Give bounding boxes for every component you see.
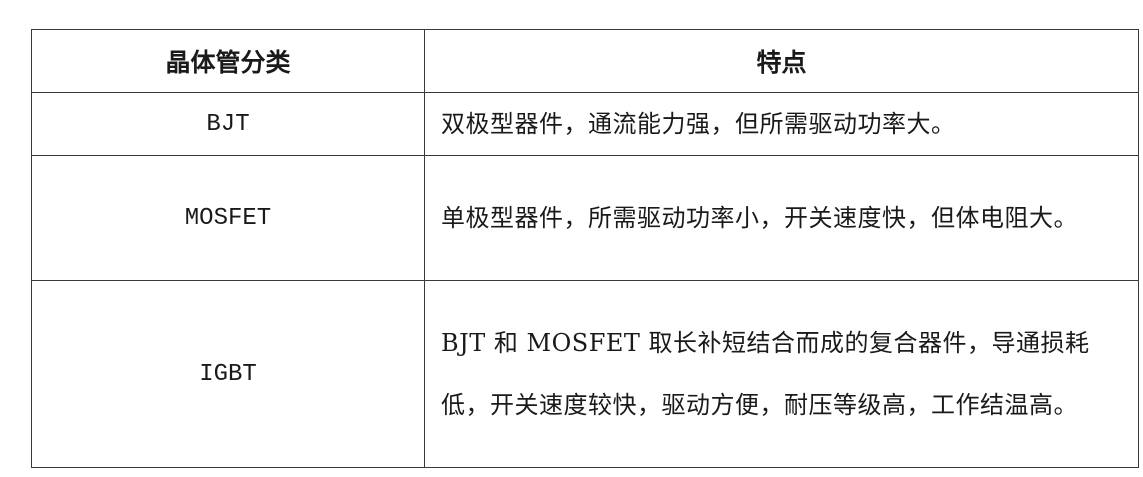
cell-type: MOSFET	[31, 155, 425, 281]
table-row: BJT 双极型器件，通流能力强，但所需驱动功率大。	[31, 92, 1139, 156]
transistor-comparison-table: 晶体管分类 特点 BJT 双极型器件，通流能力强，但所需驱动功率大。 MOSFE…	[31, 29, 1139, 468]
table-header-row: 晶体管分类 特点	[31, 29, 1139, 93]
cell-feature: 单极型器件，所需驱动功率小，开关速度快，但体电阻大。	[424, 155, 1139, 281]
header-features: 特点	[424, 29, 1139, 93]
header-transistor-type: 晶体管分类	[31, 29, 425, 93]
cell-type: BJT	[31, 92, 425, 156]
cell-type: IGBT	[31, 280, 425, 468]
table-row: IGBT BJT 和 MOSFET 取长补短结合而成的复合器件，导通损耗低，开关…	[31, 280, 1139, 468]
table-row: MOSFET 单极型器件，所需驱动功率小，开关速度快，但体电阻大。	[31, 155, 1139, 281]
cell-feature: 双极型器件，通流能力强，但所需驱动功率大。	[424, 92, 1139, 156]
cell-feature: BJT 和 MOSFET 取长补短结合而成的复合器件，导通损耗低，开关速度较快，…	[424, 280, 1139, 468]
